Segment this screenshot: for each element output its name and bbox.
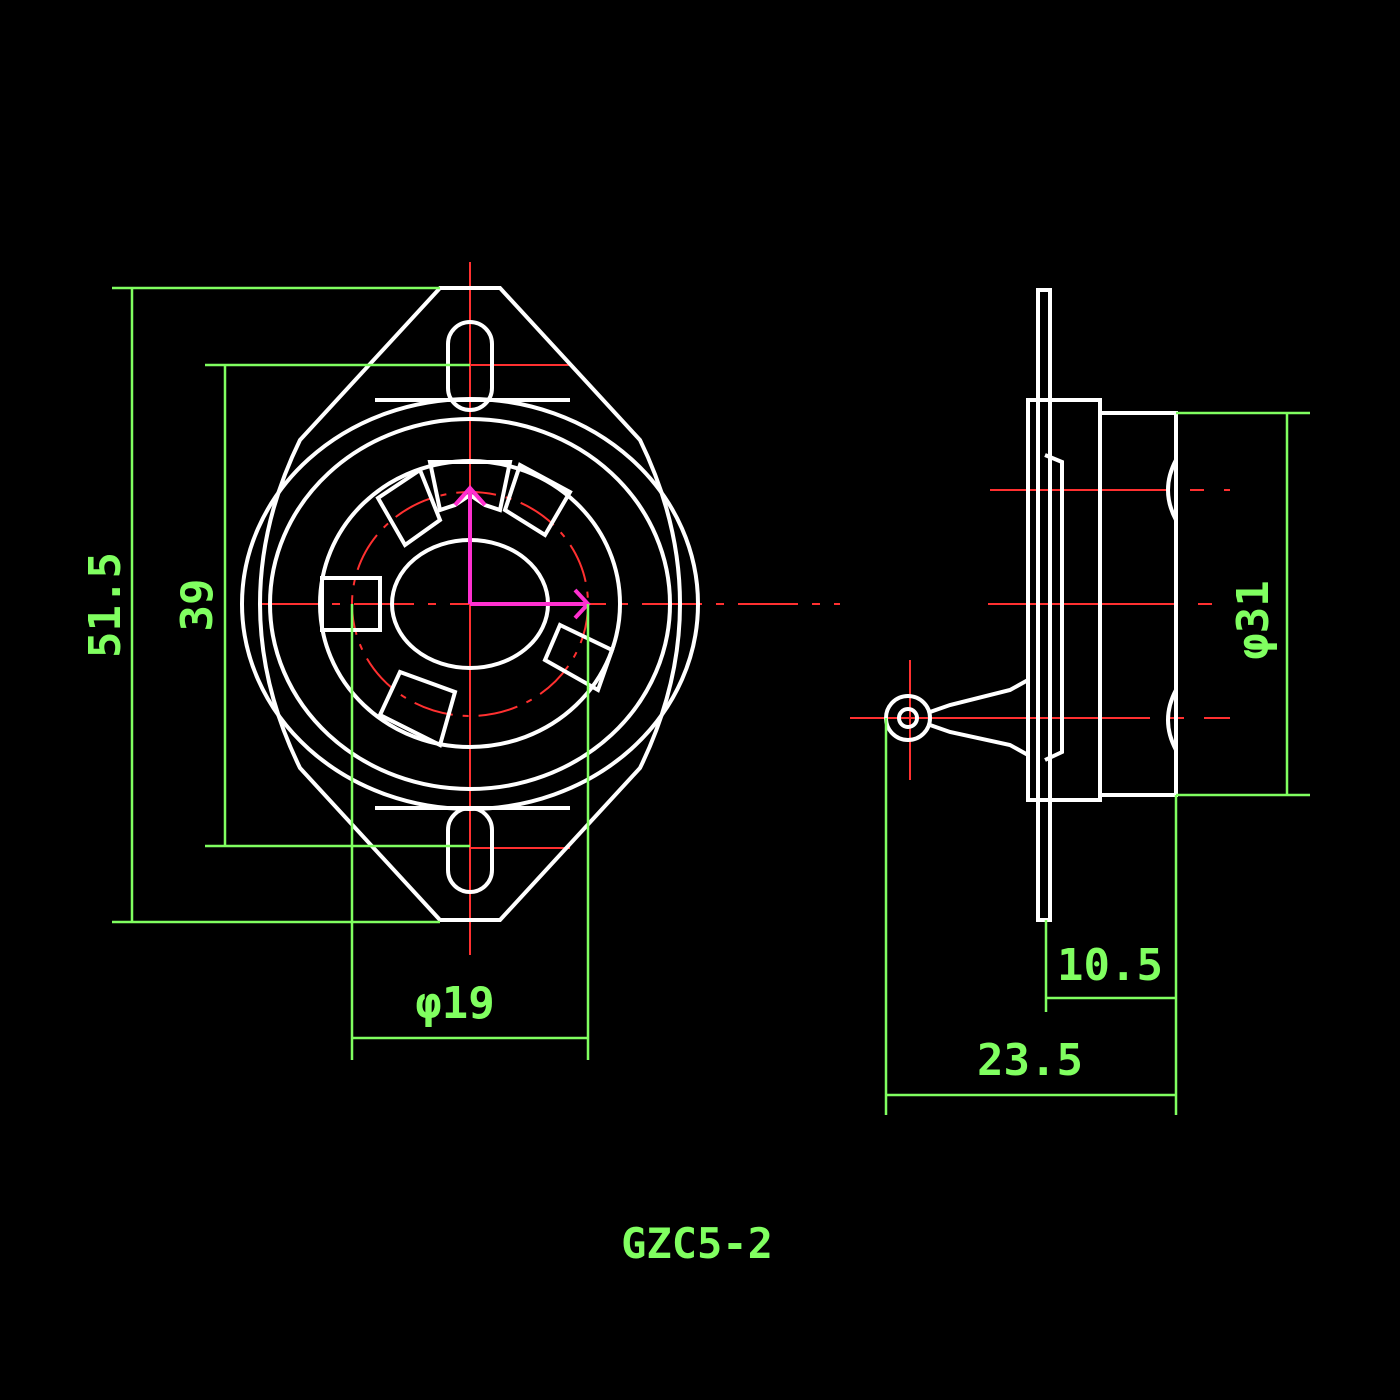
dimension-label-body-diameter: φ31 — [1228, 580, 1279, 659]
solder-lug-arm — [929, 678, 1029, 757]
pin-notch-top — [1166, 459, 1178, 521]
socket-body — [1098, 411, 1178, 797]
pin-contact — [375, 466, 443, 548]
mount-slot-bottom — [446, 806, 494, 894]
dimension-label-body-depth: 10.5 — [1057, 940, 1163, 991]
dimension-label-inner-diameter: φ19 — [415, 978, 494, 1029]
pin-contact — [502, 462, 573, 538]
pin-contact — [427, 460, 513, 513]
inner-rim — [268, 417, 672, 791]
dimension-label-hole-spacing: 39 — [172, 579, 223, 632]
dimension-label-overall-depth: 23.5 — [977, 1035, 1083, 1086]
drawing-title: GZC5-2 — [621, 1219, 773, 1268]
dimension-label-overall-height: 51.5 — [80, 552, 131, 658]
pin-contact — [377, 669, 458, 748]
arrowheads — [453, 484, 591, 620]
mounting-plate — [1036, 288, 1052, 922]
pin-contact — [320, 576, 382, 632]
side-dimensions: φ31 10.5 23.5 — [884, 411, 1310, 1115]
solder-lug-hole — [897, 707, 919, 729]
pin-notch-bottom — [1166, 689, 1178, 751]
inner-contour — [1044, 453, 1064, 762]
pin-contact — [542, 622, 615, 693]
pin-contacts — [320, 460, 615, 748]
front-view — [240, 262, 840, 955]
front-dimensions: 51.5 39 φ19 — [80, 286, 590, 1060]
flange-outline — [258, 286, 682, 922]
side-view — [850, 288, 1230, 922]
